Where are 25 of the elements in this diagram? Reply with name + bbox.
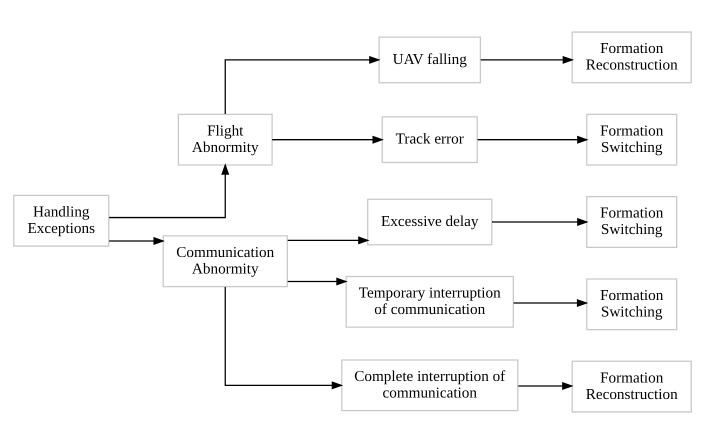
arrow: [109, 237, 165, 245]
node-box: Formation Switching: [586, 196, 678, 248]
arrow: [109, 163, 230, 218]
arrow: [224, 286, 344, 390]
node-box: Formation Switching: [586, 278, 678, 330]
node-box: Track error: [382, 116, 478, 164]
node-box: Formation Reconstruction: [572, 360, 692, 413]
arrow: [272, 136, 384, 144]
arrow: [518, 382, 574, 390]
arrow: [492, 218, 589, 226]
node-box: Formation Switching: [586, 114, 678, 166]
arrow: [478, 136, 589, 144]
node-box: UAV falling: [378, 36, 482, 84]
arrow: [480, 56, 574, 64]
arrow: [288, 236, 370, 244]
node-box: Flight Abnormity: [178, 114, 273, 166]
node-box: Handling Exceptions: [13, 194, 110, 247]
node-box: Formation Reconstruction: [572, 31, 692, 84]
arrow: [288, 278, 348, 286]
node-box: Communication Abnormity: [162, 235, 288, 288]
arrow: [224, 56, 381, 114]
arrow: [514, 299, 588, 308]
node-box: Temporary interruption of communication: [346, 276, 514, 328]
node-box: Complete interruption of communication: [341, 359, 518, 412]
node-box: Excessive delay: [367, 198, 492, 246]
